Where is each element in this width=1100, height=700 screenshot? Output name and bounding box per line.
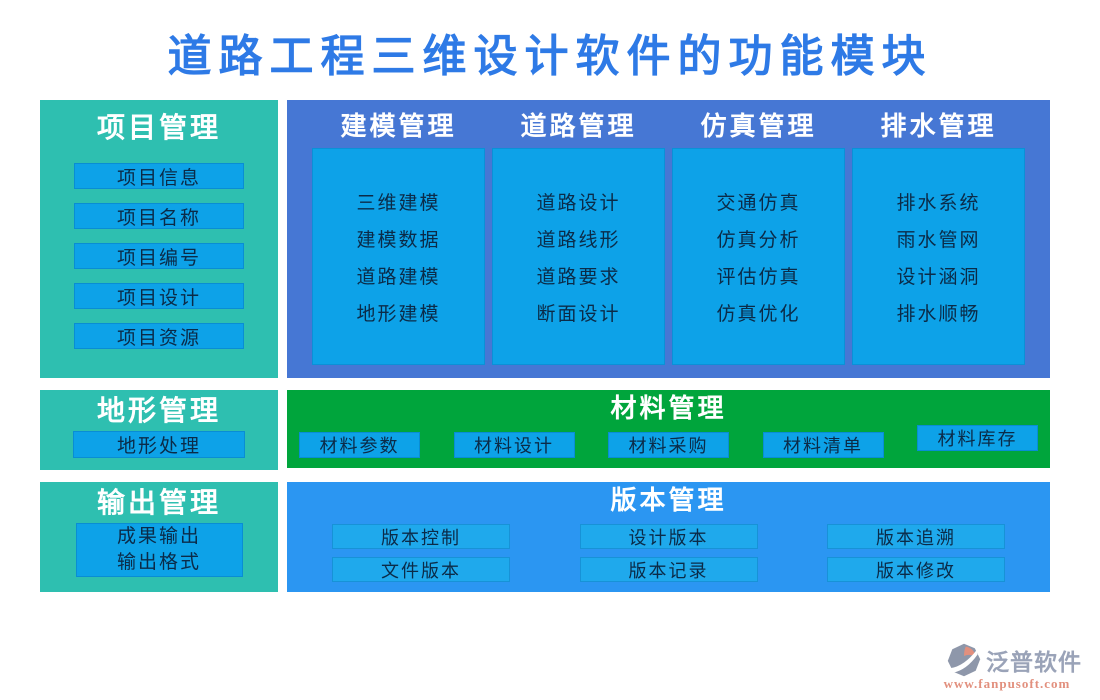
road-card: 道路设计 道路线形 道路要求 断面设计 xyxy=(492,148,665,365)
output-management-panel: 输出管理 成果输出 输出格式 xyxy=(40,482,278,592)
material-stock-button[interactable]: 材料库存 xyxy=(917,425,1038,451)
design-version-button[interactable]: 设计版本 xyxy=(579,524,758,549)
modeling-item[interactable]: 地形建模 xyxy=(356,304,441,325)
simulation-column-title: 仿真管理 xyxy=(700,112,817,141)
output-panel-title: 输出管理 xyxy=(96,488,221,519)
modeling-item[interactable]: 建模数据 xyxy=(356,230,441,251)
file-version-button[interactable]: 文件版本 xyxy=(332,557,510,582)
modeling-item[interactable]: 道路建模 xyxy=(356,267,441,288)
project-item-list: 项目信息 项目名称 项目编号 项目设计 项目资源 xyxy=(40,163,278,349)
project-management-panel: 项目管理 项目信息 项目名称 项目编号 项目设计 项目资源 xyxy=(40,100,278,378)
material-panel-title: 材料管理 xyxy=(610,394,727,423)
version-modify-button[interactable]: 版本修改 xyxy=(827,557,1005,582)
simulation-item[interactable]: 仿真优化 xyxy=(716,304,801,325)
simulation-column: 仿真管理 交通仿真 仿真分析 评估仿真 仿真优化 xyxy=(672,100,845,378)
project-info-button[interactable]: 项目信息 xyxy=(74,163,244,189)
version-management-panel: 版本管理 版本控制 设计版本 版本追溯 文件版本 版本记录 版本修改 xyxy=(287,482,1050,592)
road-item[interactable]: 道路设计 xyxy=(536,193,621,214)
output-format-item[interactable]: 输出格式 xyxy=(116,552,201,573)
terrain-processing-button[interactable]: 地形处理 xyxy=(73,431,245,458)
version-record-button[interactable]: 版本记录 xyxy=(579,557,758,582)
material-management-panel: 材料管理 材料参数 材料设计 材料采购 材料清单 材料库存 xyxy=(287,390,1050,468)
output-items-block[interactable]: 成果输出 输出格式 xyxy=(75,523,243,577)
material-params-button[interactable]: 材料参数 xyxy=(299,432,420,458)
material-list-button[interactable]: 材料清单 xyxy=(762,432,884,458)
project-design-button[interactable]: 项目设计 xyxy=(74,283,244,309)
version-trace-button[interactable]: 版本追溯 xyxy=(827,524,1005,549)
modeling-card: 三维建模 建模数据 道路建模 地形建模 xyxy=(312,148,485,365)
road-item[interactable]: 断面设计 xyxy=(536,304,621,325)
version-panel-title: 版本管理 xyxy=(610,486,727,515)
simulation-item[interactable]: 仿真分析 xyxy=(716,230,801,251)
modeling-item[interactable]: 三维建模 xyxy=(356,193,441,214)
drainage-item[interactable]: 排水系统 xyxy=(896,193,981,214)
project-number-button[interactable]: 项目编号 xyxy=(74,243,244,269)
drainage-column-title: 排水管理 xyxy=(880,112,997,141)
terrain-management-panel: 地形管理 地形处理 xyxy=(40,390,278,470)
modeling-column: 建模管理 三维建模 建模数据 道路建模 地形建模 xyxy=(312,100,485,378)
drainage-item[interactable]: 排水顺畅 xyxy=(896,304,981,325)
drainage-item[interactable]: 雨水管网 xyxy=(896,230,981,251)
terrain-panel-title: 地形管理 xyxy=(96,396,221,427)
road-item[interactable]: 道路线形 xyxy=(536,230,621,251)
output-result-item[interactable]: 成果输出 xyxy=(116,526,201,547)
version-button-row-1: 版本控制 设计版本 版本追溯 xyxy=(287,524,1050,549)
drainage-item[interactable]: 设计涵洞 xyxy=(896,267,981,288)
brand-name: 泛普软件 xyxy=(986,650,1082,675)
brand-footer: 泛普软件 www.fanpusoft.com xyxy=(932,642,1082,692)
material-purchase-button[interactable]: 材料采购 xyxy=(608,432,729,458)
material-button-row: 材料参数 材料设计 材料采购 材料清单 材料库存 xyxy=(287,425,1050,458)
simulation-card: 交通仿真 仿真分析 评估仿真 仿真优化 xyxy=(672,148,845,365)
project-name-button[interactable]: 项目名称 xyxy=(74,203,244,229)
version-button-row-2: 文件版本 版本记录 版本修改 xyxy=(287,557,1050,582)
modeling-column-title: 建模管理 xyxy=(340,112,457,141)
drainage-column: 排水管理 排水系统 雨水管网 设计涵洞 排水顺畅 xyxy=(852,100,1025,378)
module-grid-panel: 建模管理 三维建模 建模数据 道路建模 地形建模 道路管理 道路设计 道路线形 … xyxy=(287,100,1050,378)
brand-url[interactable]: www.fanpusoft.com xyxy=(943,676,1071,691)
road-column-title: 道路管理 xyxy=(520,112,637,141)
simulation-item[interactable]: 评估仿真 xyxy=(716,267,801,288)
project-panel-title: 项目管理 xyxy=(96,113,221,144)
road-item[interactable]: 道路要求 xyxy=(536,267,621,288)
material-design-button[interactable]: 材料设计 xyxy=(453,432,575,458)
page-title: 道路工程三维设计软件的功能模块 xyxy=(167,32,933,81)
version-control-button[interactable]: 版本控制 xyxy=(332,524,510,549)
drainage-card: 排水系统 雨水管网 设计涵洞 排水顺畅 xyxy=(852,148,1025,365)
simulation-item[interactable]: 交通仿真 xyxy=(716,193,801,214)
road-column: 道路管理 道路设计 道路线形 道路要求 断面设计 xyxy=(492,100,665,378)
project-resource-button[interactable]: 项目资源 xyxy=(74,323,244,349)
fanpu-logo-icon xyxy=(947,643,981,677)
